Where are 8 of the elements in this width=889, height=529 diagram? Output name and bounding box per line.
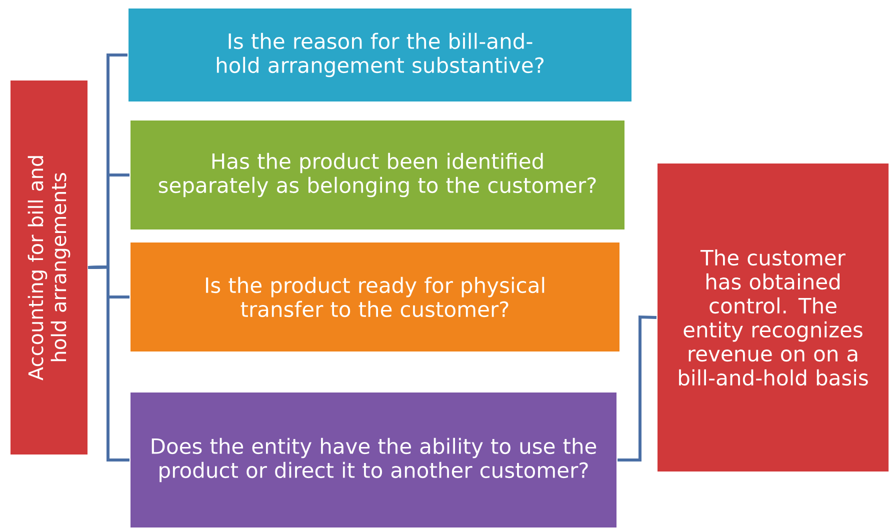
question-box: Is the product ready for physical transfer to the customer?: [130, 242, 620, 352]
title-box: Accounting for bill and hold arrangements: [10, 80, 88, 456]
result-box: The customer has obtained control. The entity recognizes revenue on on a bill-and-hold basis: [656, 162, 889, 472]
connector-line: [88, 265, 130, 462]
connector-line: [618, 315, 657, 462]
question-box: Is the reason for the bill-and-hold arrangement substantive?: [128, 8, 632, 102]
question-box: Does the entity have the ability to use the product or direct it to another customer?: [130, 392, 618, 528]
question-box: Has the product been identified separately as belonging to the customer?: [130, 120, 626, 230]
